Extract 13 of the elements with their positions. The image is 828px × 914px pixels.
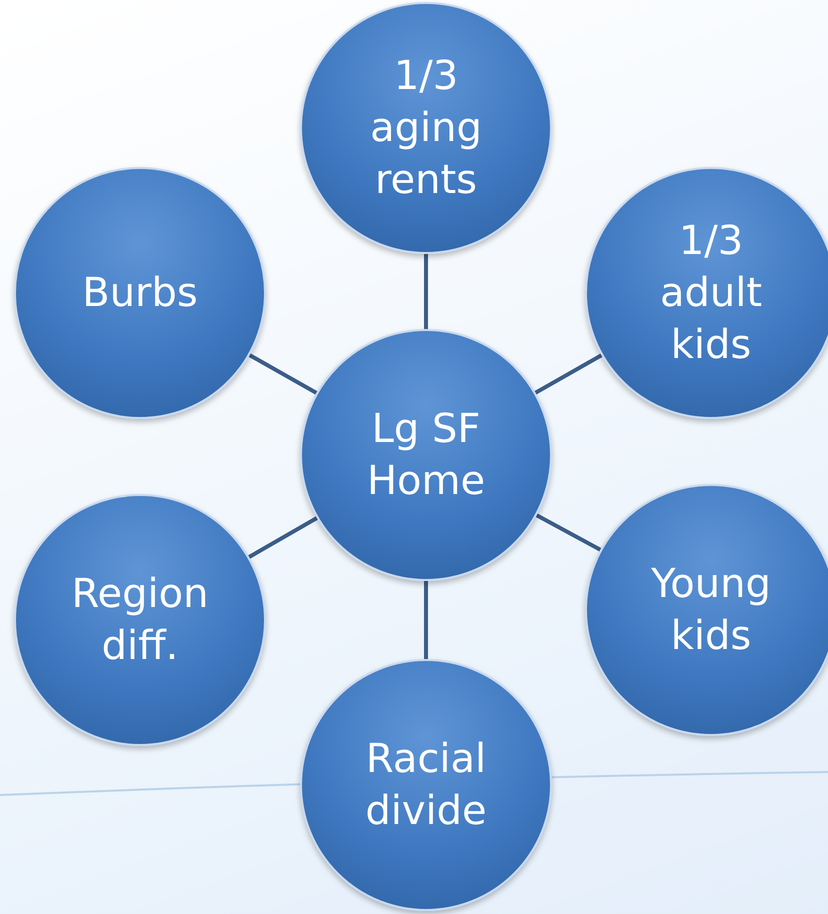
connector-line xyxy=(424,581,428,659)
connector-line xyxy=(248,516,318,559)
circle-label: Young kids xyxy=(650,560,772,661)
connector-line xyxy=(424,254,428,329)
circle-label: 1/3 aging rents xyxy=(369,52,483,205)
connector-line xyxy=(534,354,602,394)
circle-label: Region diff. xyxy=(70,570,210,671)
circle-label: Racial divide xyxy=(364,735,488,836)
circle-label: Lg SF Home xyxy=(366,405,486,506)
connector-line xyxy=(536,513,602,552)
circle-label: Burbs xyxy=(81,269,199,318)
circle-label: 1/3 adult kids xyxy=(658,217,764,370)
connector-line xyxy=(248,353,318,395)
